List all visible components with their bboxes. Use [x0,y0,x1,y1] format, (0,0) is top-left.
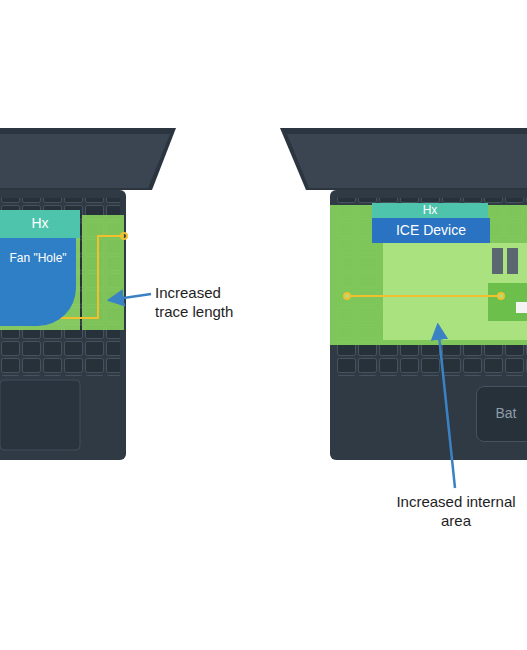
battery-box: Bat [476,386,527,442]
node-text: ICE Device [396,223,466,238]
callout-text: Increased trace length [155,284,255,322]
fan-hole: Fan "Hole" [0,238,76,326]
ice-device-box: ICE Device [372,218,490,243]
callout-text: Increased internal area [388,493,524,531]
node-text: Bat [495,406,516,421]
hx-box: Hx [372,203,488,219]
node-text: Fan "Hole" [9,252,66,265]
right-laptop [280,128,527,488]
node-text: Hx [423,204,438,217]
hx-box: Hx [0,210,80,238]
left-laptop [0,128,176,460]
node-text: Hx [31,216,48,231]
